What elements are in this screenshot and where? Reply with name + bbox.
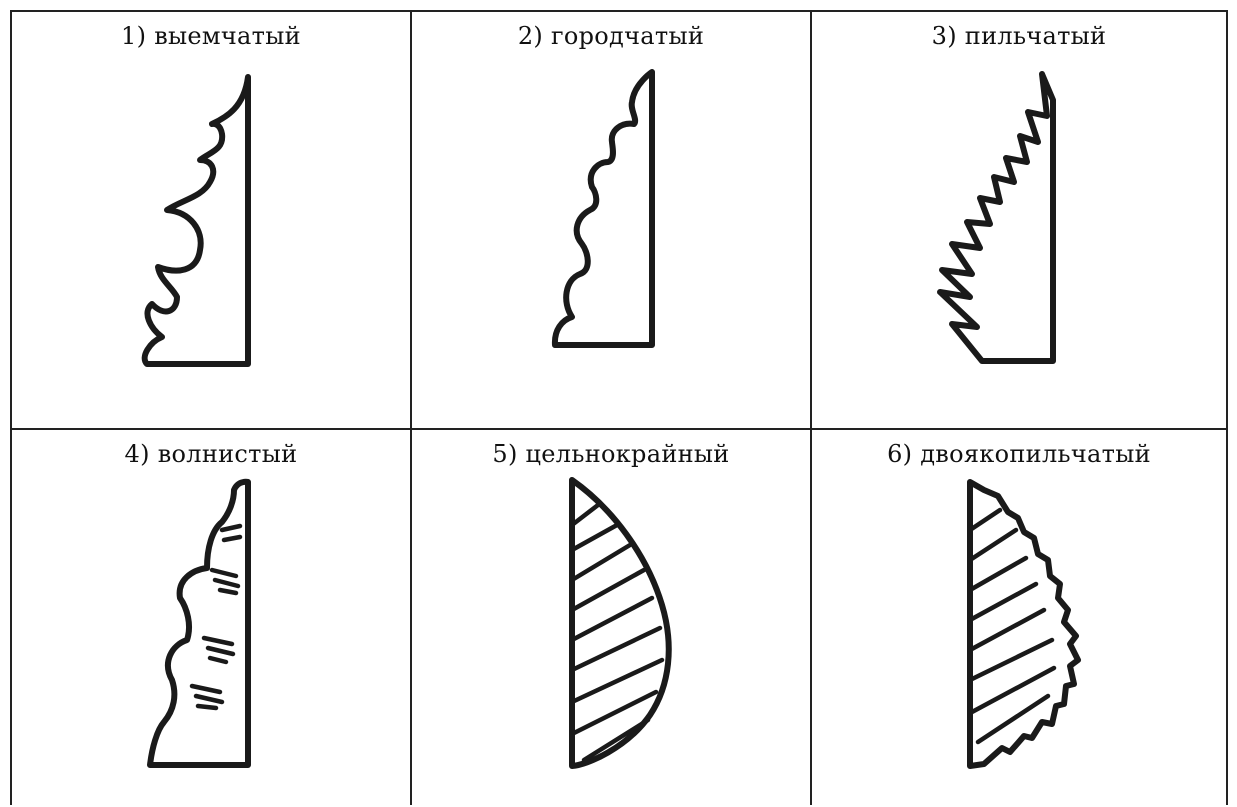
undulate-leaf-edge-icon: [12, 430, 412, 807]
entire-leaf-edge-icon: [412, 430, 812, 807]
cell-4: 4) волнистый: [10, 428, 410, 805]
cell-5: 5) цельнокрайный: [410, 428, 810, 805]
doubly-serrate-leaf-edge-icon: [812, 430, 1230, 807]
cell-3: 3) пильчатый: [810, 10, 1228, 428]
cell-6: 6) двоякопильчатый: [810, 428, 1228, 805]
cell-2: 2) городчатый: [410, 10, 810, 428]
sinuate-leaf-edge-icon: [12, 12, 412, 430]
crenate-leaf-edge-icon: [412, 12, 812, 430]
serrate-leaf-edge-icon: [812, 12, 1230, 430]
cell-1: 1) выемчатый: [10, 10, 410, 428]
leaf-margin-table: 1) выемчатый 2) городчатый 3) пильчатый …: [10, 10, 1228, 805]
